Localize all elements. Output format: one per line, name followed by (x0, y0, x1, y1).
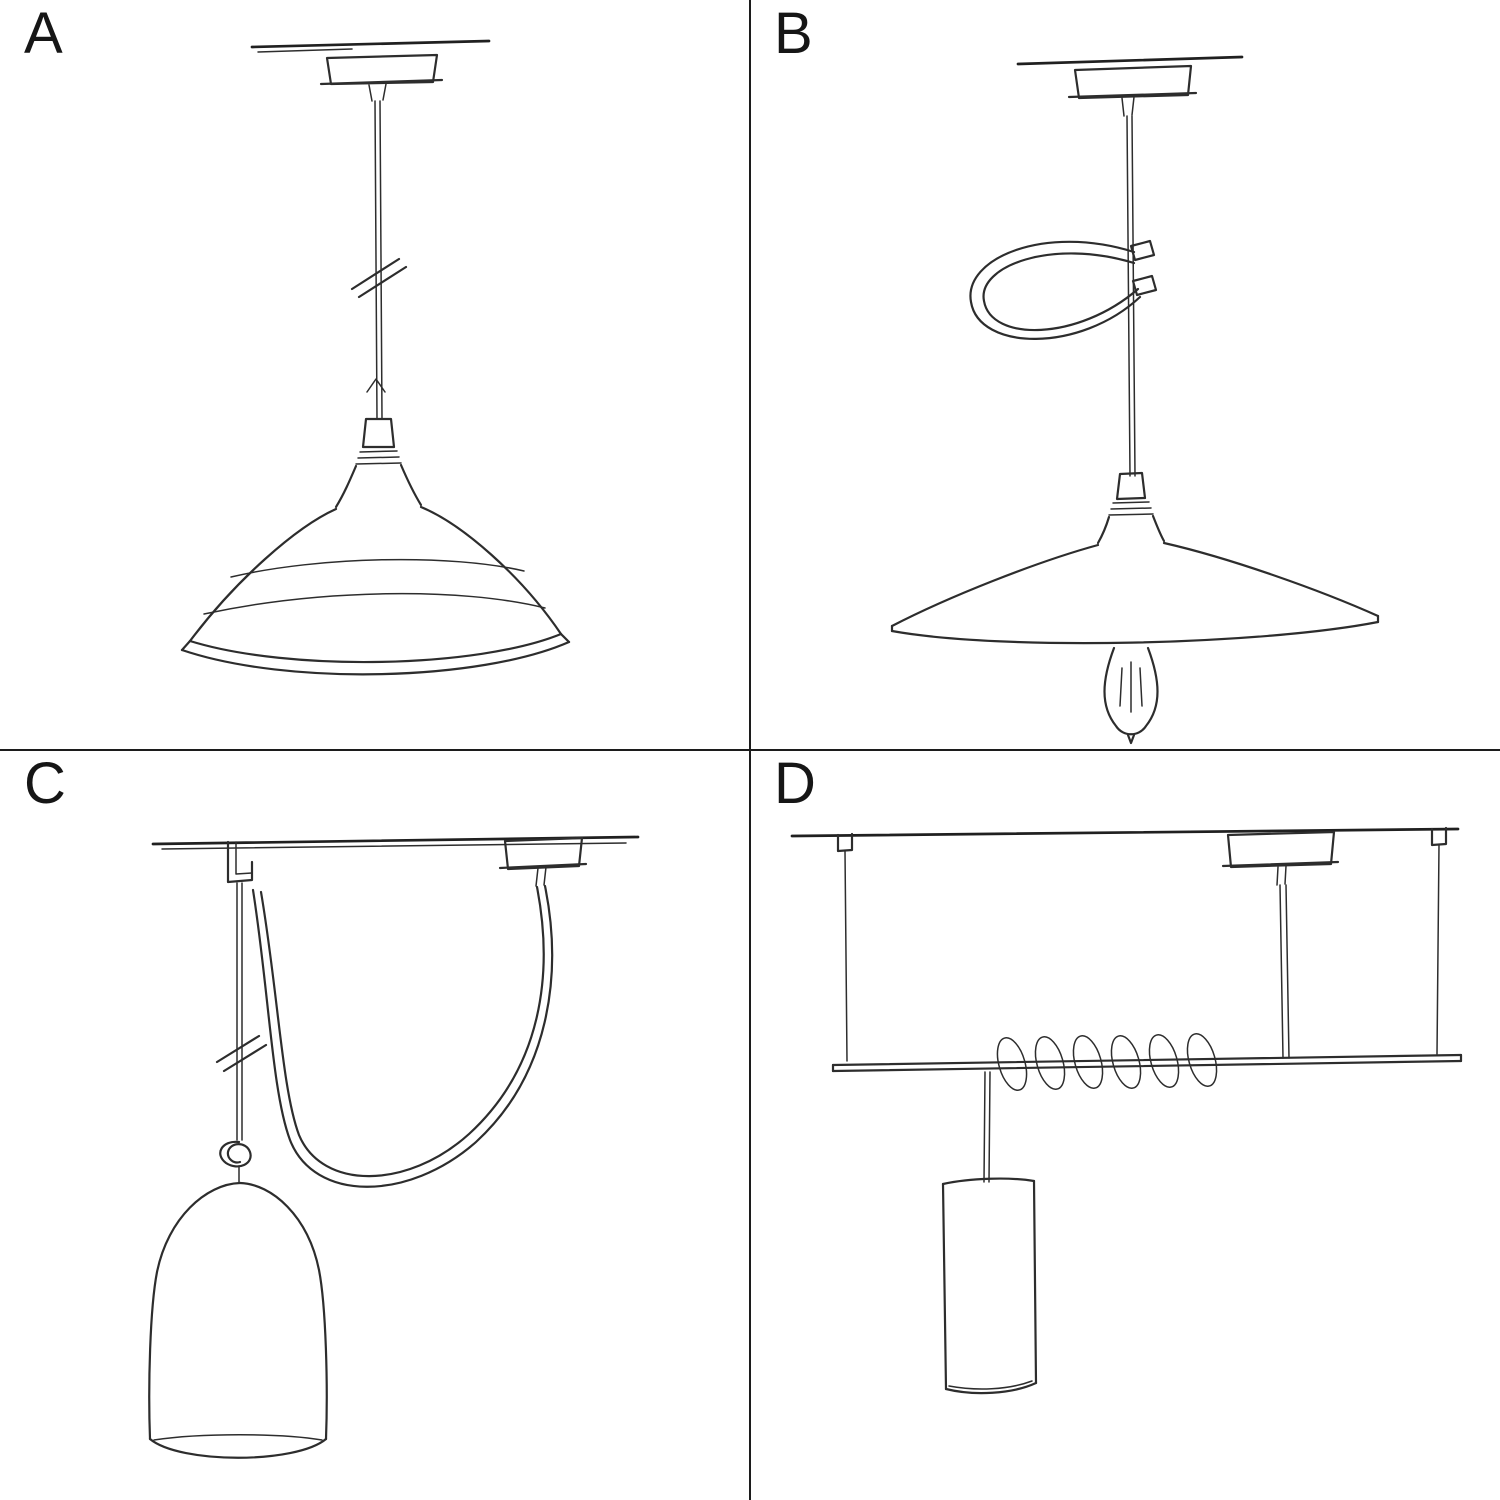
flat-plate-shade (890, 541, 1380, 645)
ceiling-rose (1067, 64, 1198, 117)
ceiling-hook (226, 840, 254, 884)
sketch-c-illustration (148, 835, 640, 1459)
ceiling-rose (498, 836, 588, 887)
sketch-b-illustration (890, 55, 1380, 745)
ceiling-line (250, 39, 491, 53)
cable-knot (219, 1140, 252, 1183)
ceiling-rose (1221, 830, 1340, 886)
panel-label-d: D (774, 751, 817, 816)
cable-cut-marks (215, 1034, 268, 1073)
lamp-holder (334, 417, 423, 509)
left-suspension-wire (836, 832, 854, 1062)
industrial-bowl-shade (180, 505, 571, 676)
panel-option-a: A (0, 0, 750, 750)
panel-option-c: C (0, 750, 750, 1500)
panel-option-b: B (750, 0, 1500, 750)
coiled-cable (996, 1033, 1218, 1091)
lamp-holder (1096, 471, 1166, 545)
light-bulb (1103, 646, 1159, 745)
canopy-drop-cable (1279, 884, 1290, 1059)
right-suspension-wire (1430, 826, 1448, 1055)
horizontal-divider (0, 749, 1500, 751)
horizontal-bar (831, 1053, 1463, 1073)
cable-clip-bottom (1131, 274, 1158, 297)
cable-length-loop (969, 239, 1158, 340)
cable-cut-marks (350, 257, 408, 299)
panel-label-a: A (24, 1, 64, 66)
panel-option-d: D (750, 750, 1500, 1500)
pendant-cable (350, 100, 408, 420)
sketch-a-illustration (180, 39, 571, 676)
tube-shade (941, 1177, 1038, 1395)
drop-cable (215, 882, 268, 1141)
bell-shade (148, 1181, 328, 1459)
swag-cable (251, 884, 554, 1188)
ceiling-line (790, 827, 1460, 838)
ceiling-rose (319, 53, 444, 102)
sketch-d-illustration (790, 826, 1463, 1395)
bulb-filament (1119, 661, 1143, 713)
cable-clip-top (1129, 239, 1156, 262)
panel-label-c: C (24, 751, 67, 816)
panel-label-b: B (774, 1, 814, 66)
ceiling-line (1016, 55, 1244, 66)
shade-drop-cable (983, 1071, 991, 1183)
cable-chevron-mark (366, 378, 386, 393)
